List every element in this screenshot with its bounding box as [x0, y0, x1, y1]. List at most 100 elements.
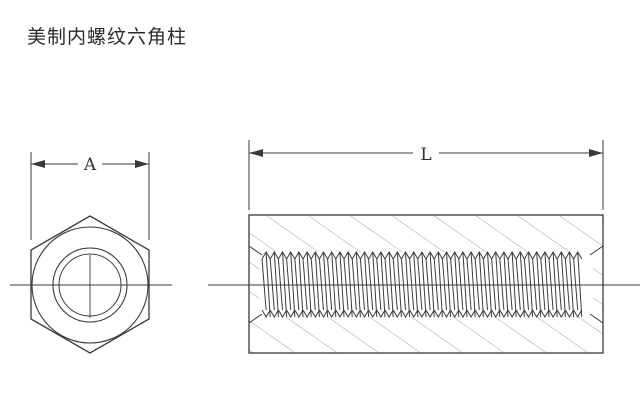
thread-crest-bottom [540, 309, 550, 318]
thread-helix-line [446, 251, 452, 318]
thread-helix-line [413, 251, 419, 318]
thread-helix-line-inner [515, 258, 521, 311]
thread-helix-line-inner [499, 258, 505, 311]
thread-crest-bottom [261, 309, 271, 318]
thread-helix-line [298, 251, 304, 318]
dimension-label-a: A [83, 155, 97, 175]
thread-helix-line-inner [417, 258, 423, 311]
thread-helix-line-inner [318, 258, 324, 311]
thread-crest-bottom [515, 309, 525, 318]
thread-helix-line-inner [302, 258, 308, 311]
thread-helix-line-inner [466, 258, 472, 311]
thread-crest-bottom [564, 309, 575, 318]
end-view [10, 152, 172, 354]
thread-helix-line [577, 251, 583, 318]
thread-helix-line-inner [441, 258, 447, 311]
thread-crest-bottom [491, 309, 501, 318]
thread-crest-bottom [351, 309, 361, 318]
thread-helix-line-inner [482, 258, 488, 311]
thread-helix-line-inner [491, 258, 497, 311]
thread-helix-line-inner [351, 258, 357, 311]
thread-helix-line [355, 251, 361, 318]
thread-helix-line [339, 251, 345, 318]
thread-helix-line-inner [269, 258, 275, 311]
thread-helix-line [364, 251, 370, 318]
thread-crest-bottom [376, 309, 386, 318]
thread-helix-line [487, 251, 493, 318]
thread-helix-line-inner [540, 258, 546, 311]
thread-crest-bottom [482, 309, 493, 318]
thread-helix-line-inner [310, 258, 316, 311]
thread-helix-line-inner [384, 258, 390, 311]
thread-crest-bottom [302, 309, 312, 318]
thread-helix-line [314, 251, 320, 318]
thread-helix-line-inner [450, 258, 456, 311]
thread-crest-bottom [417, 309, 427, 318]
thread-crest-bottom [335, 309, 345, 318]
thread-helix-line [380, 251, 386, 318]
thread-helix-line [265, 251, 271, 318]
thread-crest-bottom [294, 309, 304, 318]
thread-helix-line [478, 251, 484, 318]
thread-helix-line [273, 251, 279, 318]
thread-helix-line-inner [327, 258, 333, 311]
thread-crest-bottom [368, 309, 378, 318]
thread-helix-line [290, 251, 296, 318]
thread-helix-line [454, 251, 460, 318]
thread-helix-line [511, 251, 517, 318]
thread-minor-circle [58, 253, 122, 317]
thread-crest-bottom [523, 309, 534, 318]
thread-helix-line [372, 251, 378, 318]
thread-helix-line-inner [392, 258, 398, 311]
thread-helix-line [470, 251, 476, 318]
side-view [208, 140, 640, 354]
thread-helix-line-inner [261, 258, 267, 311]
thread-helix-line [437, 251, 443, 318]
thread-crest-bottom [310, 309, 320, 318]
thread-crest-bottom [458, 309, 468, 318]
thread-helix-line [282, 251, 288, 318]
thread-helix-line-inner [368, 258, 374, 311]
thread-helix-line [306, 251, 312, 318]
thread-crest-bottom [327, 309, 337, 318]
thread-crest-bottom [400, 309, 411, 318]
thread-helix-line-inner [433, 258, 439, 311]
chamfer-circle [31, 226, 149, 344]
thread-helix-line-inner [507, 258, 513, 311]
thread-crest-bottom [474, 309, 484, 318]
thread-crest-bottom [286, 309, 296, 318]
dimension-label-l-mask [415, 142, 437, 164]
thread-crest-bottom [548, 309, 558, 318]
thread-crest-bottom [359, 309, 370, 318]
thread-helix-line-inner [573, 258, 579, 311]
thread-helix-line [323, 251, 329, 318]
thread-crest-bottom [392, 309, 402, 318]
thread-helix-line [544, 251, 550, 318]
thread-helix-line-inner [359, 258, 365, 311]
thread-major-circle [52, 247, 128, 323]
chamfer-left-top [248, 245, 263, 256]
thread-helix-line-inner [286, 258, 292, 311]
thread-helix-line-inner [400, 258, 406, 311]
thread-helix-line [536, 251, 542, 318]
thread-helix-line [421, 251, 427, 318]
thread-crest-bottom [433, 309, 443, 318]
thread-crest-bottom [556, 309, 566, 318]
thread-crest-bottom [532, 309, 542, 318]
thread-helix-line [331, 251, 337, 318]
thread-crest-bottom [466, 309, 476, 318]
chamfer-left-bottom [248, 313, 263, 324]
thread-helix-line [405, 251, 411, 318]
thread-crest-bottom [409, 309, 419, 318]
thread-crest-bottom [425, 309, 435, 318]
thread-helix-line [388, 251, 394, 318]
thread-crest-bottom [450, 309, 460, 318]
thread-crest-bottom [573, 309, 583, 318]
hexagon-outline [30, 215, 150, 354]
thread-crest-bottom [499, 309, 509, 318]
thread-crest-bottom [507, 309, 517, 318]
thread-helix-line-inner [277, 258, 283, 311]
thread-helix-line [528, 251, 534, 318]
thread-helix-line-inner [376, 258, 382, 311]
thread-helix-line-inner [335, 258, 341, 311]
